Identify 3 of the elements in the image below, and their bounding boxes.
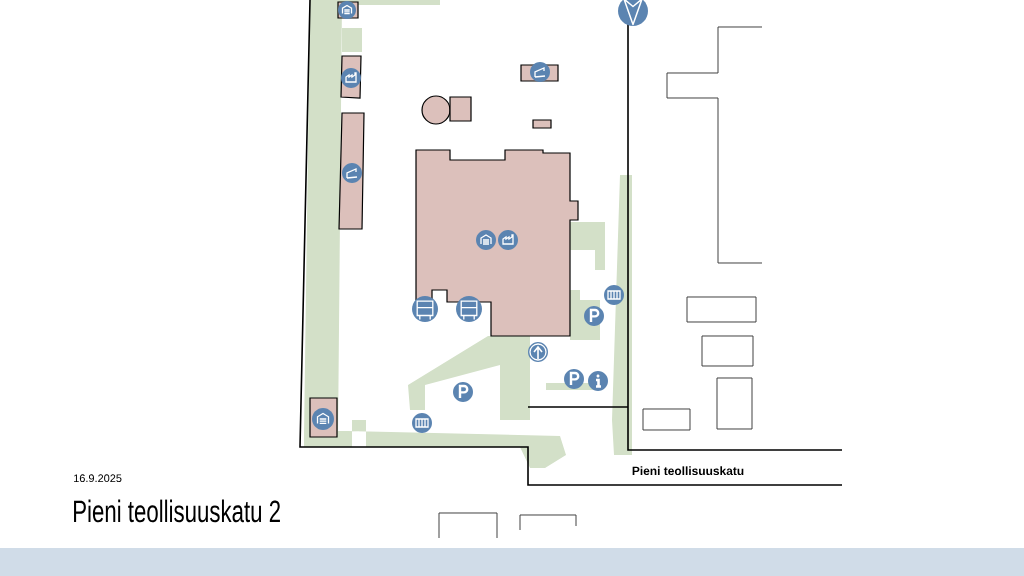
date-text: 16.9.2025: [74, 474, 122, 483]
title: Pieni teollisuuskatu 2: [74, 499, 280, 523]
street-label: Pieni teollisuuskatu: [632, 466, 744, 476]
